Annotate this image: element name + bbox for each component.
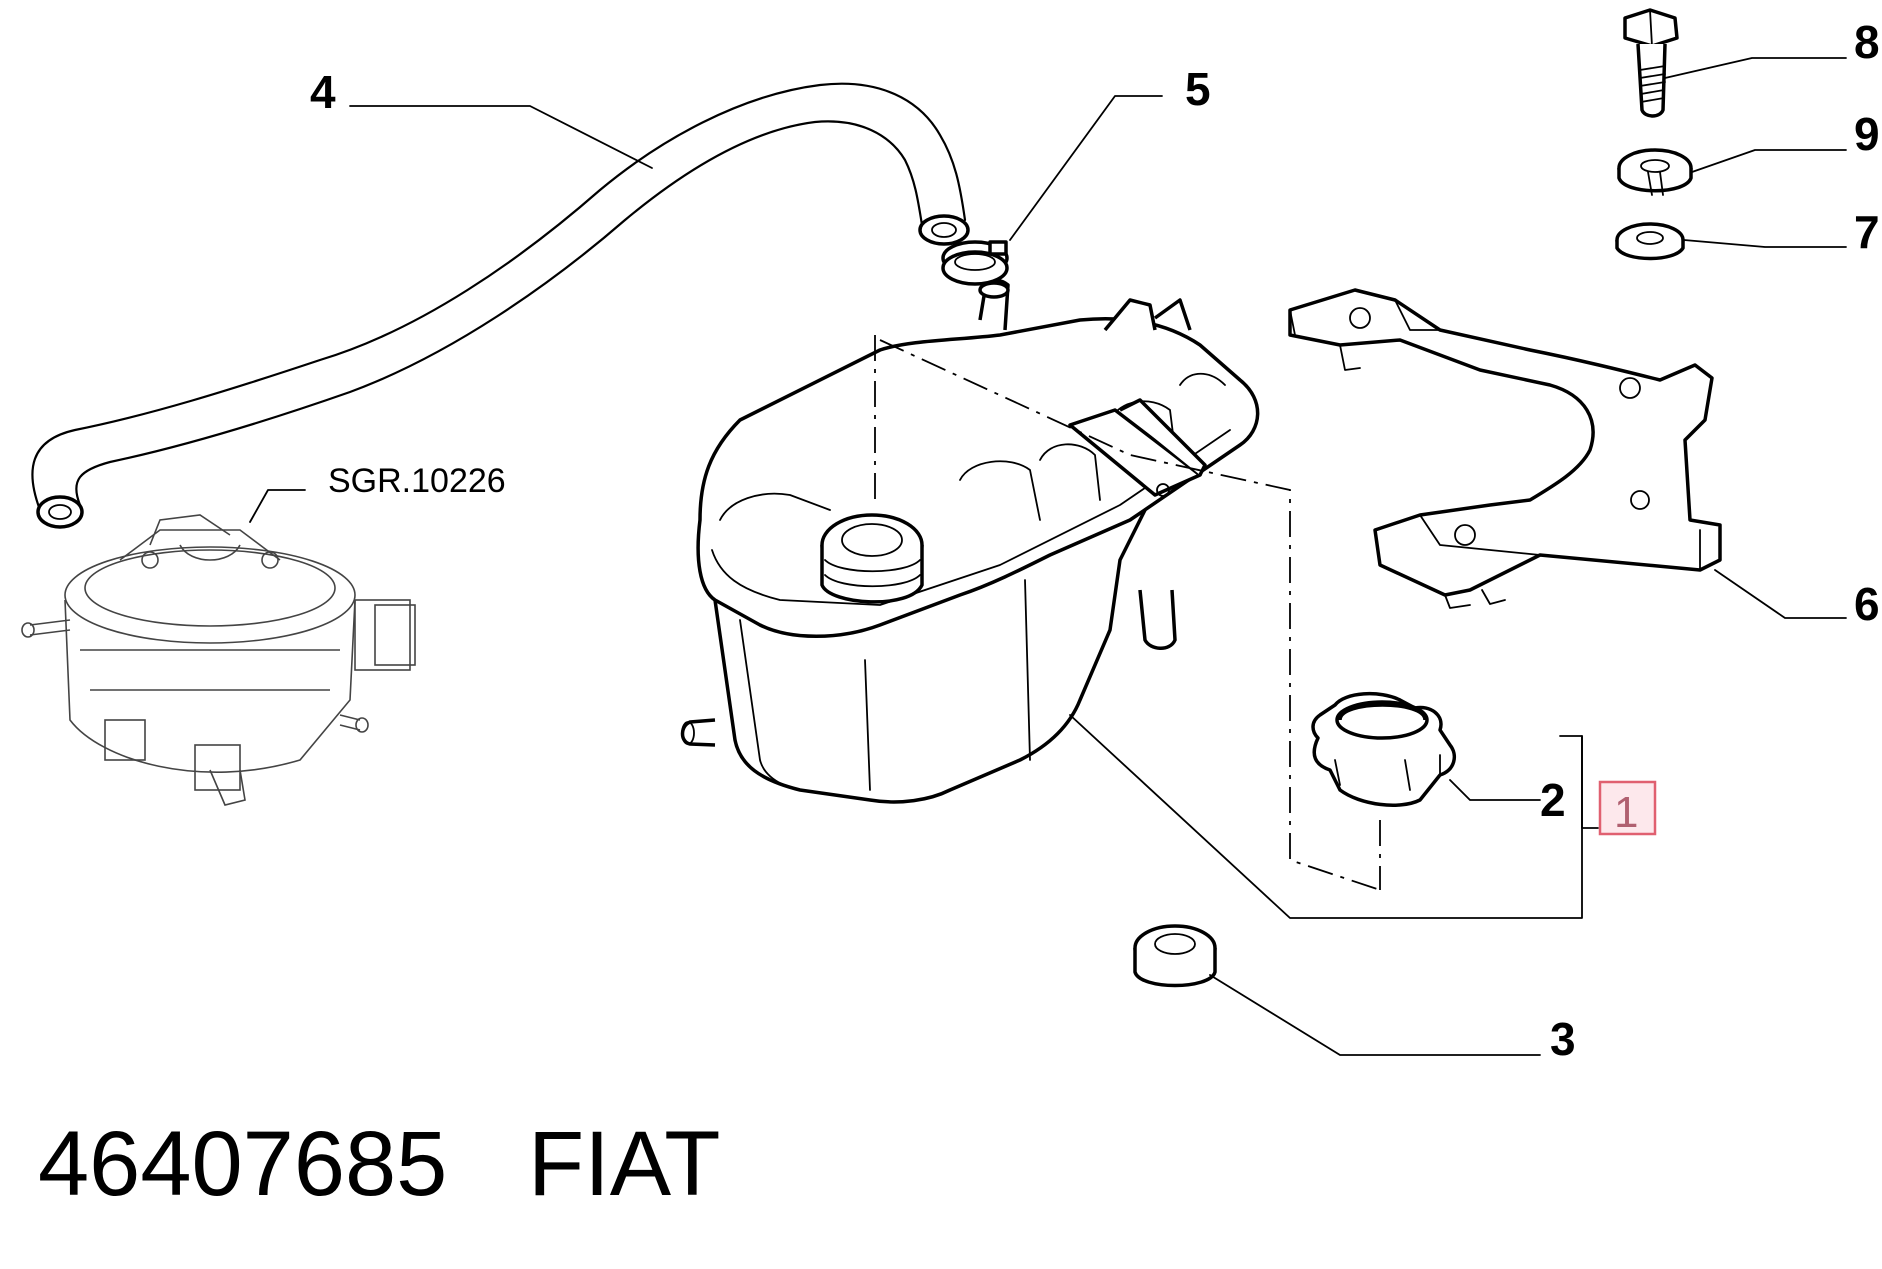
callout-3: 3 (1550, 1013, 1576, 1065)
callout-4: 4 (310, 66, 336, 118)
expansion-tank (680, 279, 1260, 804)
reference-label: SGR.10226 (328, 462, 506, 500)
hose-part-4 (31, 82, 970, 529)
callout-7: 7 (1854, 206, 1880, 258)
filler-cap-part-2 (1311, 691, 1457, 807)
callout-9: 9 (1854, 108, 1880, 160)
grommet-part-3 (1133, 924, 1217, 988)
hose-clamp-part-5 (941, 240, 1009, 286)
callout-8: 8 (1854, 16, 1880, 68)
callout-2: 2 (1540, 774, 1566, 826)
callout-6: 6 (1854, 578, 1880, 630)
leader-lines (249, 57, 1847, 1056)
mounting-bracket-part-6 (1288, 288, 1722, 609)
carburetor-reference (21, 514, 416, 806)
callout-1-highlight[interactable]: 1 (1598, 780, 1657, 837)
part-number: 46407685 (38, 1113, 447, 1215)
callout-5: 5 (1185, 63, 1211, 115)
spring-washer-part-9 (1617, 148, 1693, 196)
bolt-part-8 (1623, 8, 1679, 118)
callout-1: 1 (1614, 788, 1638, 837)
flat-washer-part-7 (1615, 222, 1685, 261)
assembly-dashed-lines (874, 335, 1381, 891)
brand-name: FIAT (528, 1113, 721, 1215)
